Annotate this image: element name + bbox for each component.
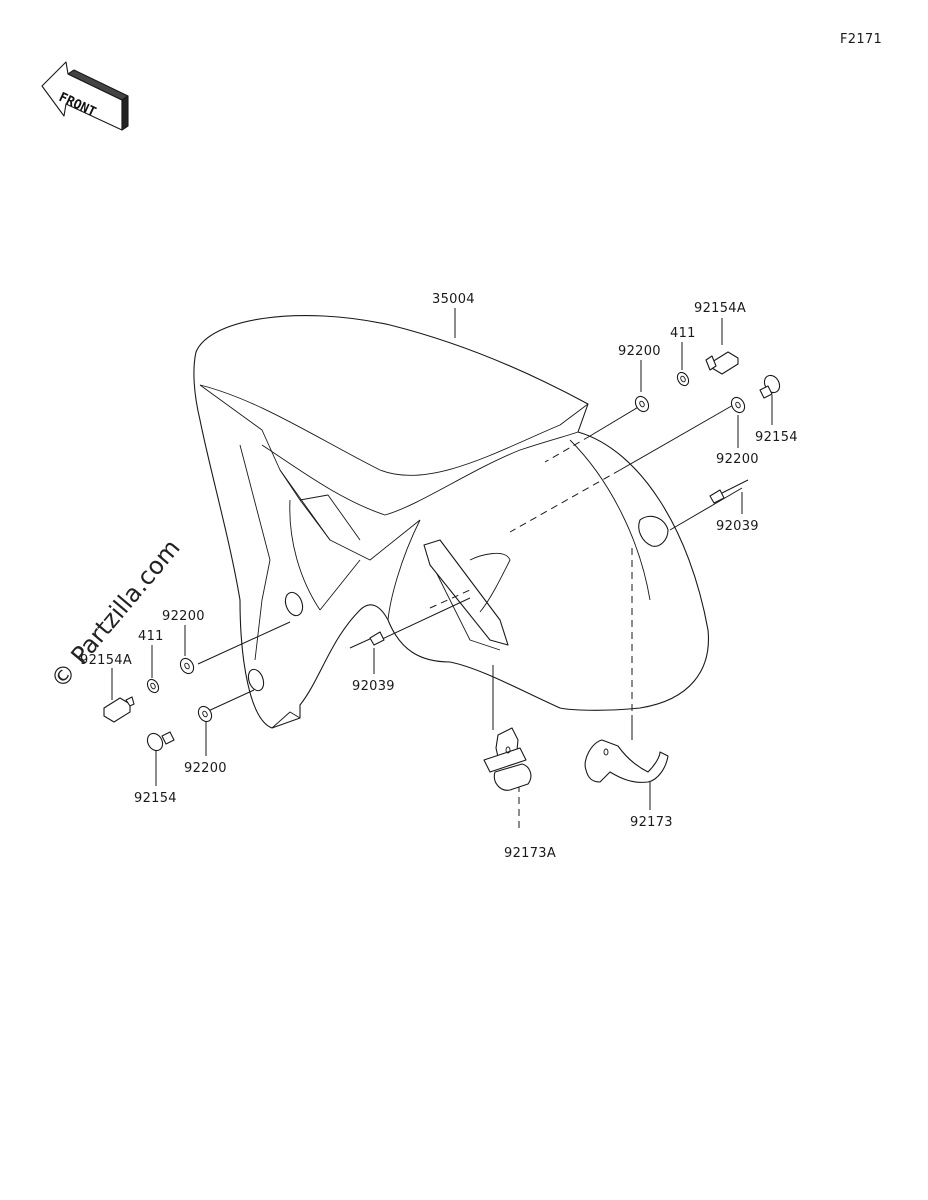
- callout-92173: 92173: [630, 815, 673, 830]
- callout-92154-right: 92154: [755, 430, 798, 445]
- washer-92200-right-top: [634, 395, 650, 413]
- clamp-92173A: [483, 727, 532, 791]
- washer-92200-left-top: [179, 657, 195, 675]
- callout-92200-right-top: 92200: [618, 344, 661, 359]
- clamp-92173: [584, 739, 669, 783]
- figure-code: F2171: [840, 32, 882, 47]
- nut-411-right: [676, 371, 690, 387]
- bolt-92154-right: [759, 374, 781, 399]
- bolt-92154A-left: [103, 696, 135, 723]
- callout-92200-left-top: 92200: [162, 609, 205, 624]
- callout-92154A-right: 92154A: [694, 301, 746, 316]
- callout-92173A: 92173A: [504, 846, 556, 861]
- leader-lines: [111, 308, 773, 832]
- callout-411-right: 411: [670, 326, 696, 341]
- front-arrow-icon: FRONT: [41, 61, 129, 131]
- callout-92200-right-mid: 92200: [716, 452, 759, 467]
- callout-92200-left-bottom: 92200: [184, 761, 227, 776]
- washer-92200-left-bottom: [197, 705, 213, 723]
- callout-35004: 35004: [432, 292, 475, 307]
- callout-92039-right: 92039: [716, 519, 759, 534]
- washer-92200-right-mid: [730, 396, 746, 414]
- bolt-92154A-right: [705, 351, 739, 375]
- rivet-92039-center: [349, 631, 385, 649]
- callout-92154-left: 92154: [134, 791, 177, 806]
- bolt-92154-left: [146, 731, 175, 752]
- rivet-92039-right: [709, 479, 749, 504]
- front-fender-35004: [193, 315, 710, 729]
- callout-411-left: 411: [138, 629, 164, 644]
- callout-92039-center: 92039: [352, 679, 395, 694]
- callout-92154A-left: 92154A: [80, 653, 132, 668]
- nut-411-left: [146, 678, 160, 694]
